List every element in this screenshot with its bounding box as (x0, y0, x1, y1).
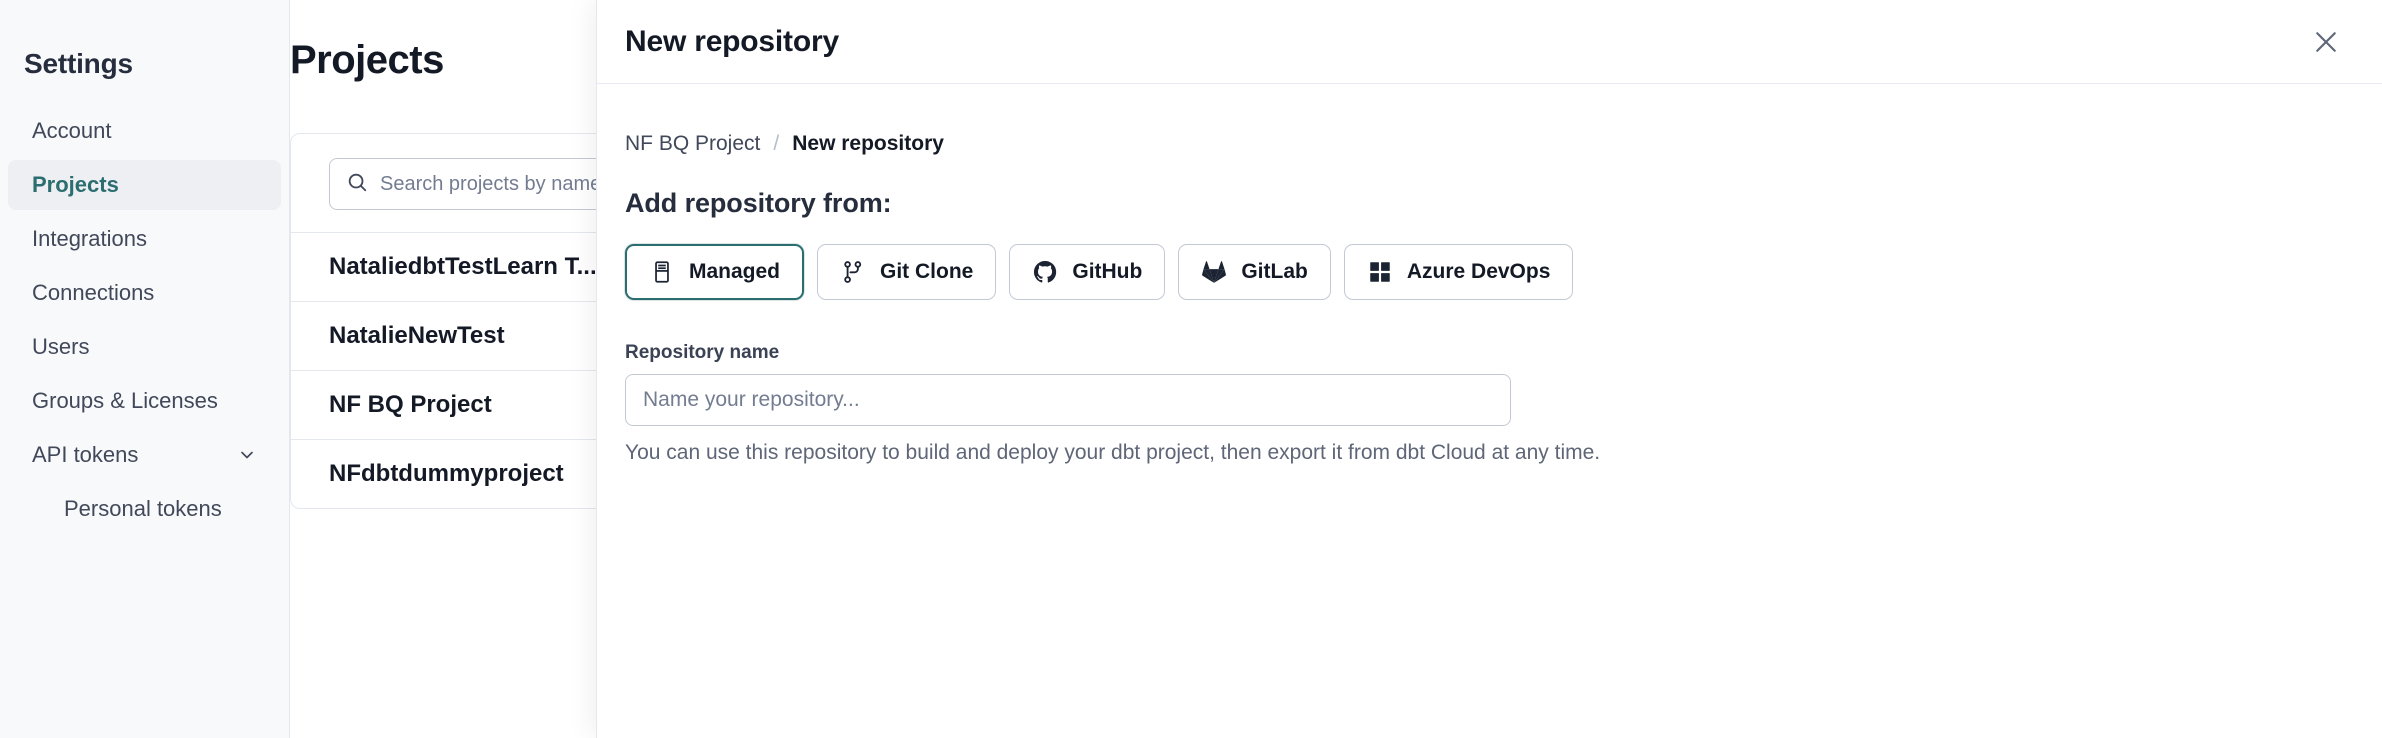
new-repository-modal: New repository NF BQ Project / New repos… (596, 0, 2382, 738)
repository-source-label: Managed (689, 260, 781, 283)
sidebar-item-label: Personal tokens (64, 496, 222, 521)
repository-name-row (625, 374, 2354, 426)
gitlab-icon (1201, 259, 1227, 285)
sidebar-item-personal-tokens[interactable]: Personal tokens (8, 484, 281, 534)
sidebar-item-label: Groups & Licenses (32, 388, 218, 413)
git-branch-icon (840, 259, 866, 285)
breadcrumb-separator: / (773, 132, 780, 155)
sidebar-item-label: Users (32, 334, 90, 359)
modal-title: New repository (625, 24, 839, 58)
sidebar-item-connections[interactable]: Connections (8, 268, 281, 318)
repository-source-label: GitLab (1241, 260, 1308, 283)
repository-source-gitlab[interactable]: GitLab (1178, 244, 1331, 300)
repository-source-github[interactable]: GitHub (1009, 244, 1166, 300)
sidebar-item-label: Projects (32, 172, 119, 197)
github-icon (1032, 259, 1058, 285)
repository-source-label: Git Clone (880, 260, 974, 283)
azure-devops-icon (1367, 259, 1393, 285)
add-repository-from-heading: Add repository from: (625, 188, 892, 218)
search-icon (346, 171, 368, 198)
repository-source-label: GitHub (1072, 260, 1143, 283)
sidebar-item-projects[interactable]: Projects (8, 160, 281, 210)
repository-source-git-clone[interactable]: Git Clone (817, 244, 997, 300)
sidebar-item-integrations[interactable]: Integrations (8, 214, 281, 264)
sidebar-item-account[interactable]: Account (8, 106, 281, 156)
repository-source-azure-devops[interactable]: Azure DevOps (1343, 244, 1574, 300)
sidebar-item-label: API tokens (32, 442, 139, 467)
sidebar-item-label: Integrations (32, 226, 147, 251)
modal-body: NF BQ Project / New repository Add repos… (597, 84, 2382, 465)
managed-repo-icon (649, 259, 675, 285)
modal-header: New repository (597, 0, 2382, 84)
chevron-down-icon[interactable] (237, 445, 257, 465)
repository-name-label: Repository name (625, 342, 780, 363)
repository-helper-text: You can use this repository to build and… (625, 441, 1601, 464)
breadcrumb-current: New repository (792, 132, 944, 155)
repository-name-input[interactable] (625, 374, 1511, 426)
repository-source-managed[interactable]: Managed (625, 244, 805, 300)
project-row[interactable]: NF BQ Project (291, 370, 1689, 439)
sidebar-item-label: Account (32, 118, 112, 143)
repository-source-options: Managed Git Clone GitHub GitLab Azure DevOps (625, 244, 2354, 300)
sidebar-item-api-tokens[interactable]: API tokens (8, 430, 281, 480)
page-title: Projects (290, 38, 444, 82)
sidebar-title: Settings (24, 48, 133, 79)
sidebar-item-label: Connections (32, 280, 155, 305)
sidebar-item-groups-licenses[interactable]: Groups & Licenses (8, 376, 281, 426)
breadcrumb: NF BQ Project / New repository (625, 132, 2354, 156)
breadcrumb-parent-link[interactable]: NF BQ Project (625, 132, 761, 155)
close-icon[interactable] (2306, 22, 2346, 62)
repository-source-label: Azure DevOps (1406, 260, 1551, 283)
sidebar-item-users[interactable]: Users (8, 322, 281, 372)
